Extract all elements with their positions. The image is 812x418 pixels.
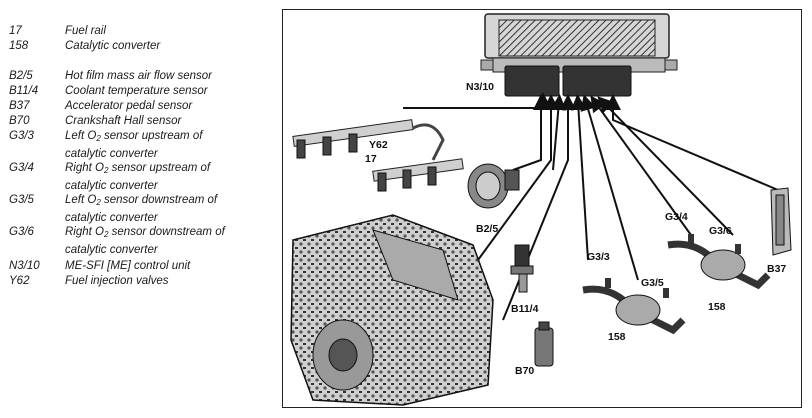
crankshaft-sensor: [534, 321, 554, 367]
legend-desc: ME-SFI [ME] control unit: [65, 260, 191, 272]
legend-code: N3/10: [9, 260, 40, 272]
legend-code: G3/3: [9, 130, 34, 142]
legend-desc: Crankshaft Hall sensor: [65, 115, 182, 127]
legend-desc: Accelerator pedal sensor: [65, 100, 193, 112]
diagram-frame: N3/10 Y62 17 B2/5: [282, 9, 802, 408]
label-o2-left-down: G3/5: [641, 277, 664, 289]
legend-code: Y62: [9, 275, 30, 287]
legend-code: B70: [9, 115, 30, 127]
legend-code: G3/6: [9, 226, 34, 238]
legend-code: B37: [9, 100, 30, 112]
label-fuel-rail: 17: [365, 153, 377, 165]
legend-code: B11/4: [9, 85, 39, 97]
coolant-sensor: [510, 244, 534, 293]
label-o2-right-up: G3/4: [665, 211, 688, 223]
maf-sensor: [467, 163, 520, 209]
legend-code: 158: [9, 40, 29, 52]
legend-code: 17: [9, 25, 22, 37]
engine-illustration: [290, 214, 494, 406]
label-crank: B70: [515, 365, 534, 377]
label-o2-right-down: G3/6: [709, 225, 732, 237]
label-cat-right: 158: [708, 301, 726, 313]
label-maf: B2/5: [476, 223, 498, 235]
label-pedal: B37: [767, 263, 786, 275]
legend-desc: Fuel injection valves: [65, 275, 169, 287]
label-ecu: N3/10: [466, 81, 494, 93]
legend-code: G3/4: [9, 162, 34, 174]
legend-desc: Catalytic converter: [65, 40, 161, 52]
legend-desc: Fuel rail: [65, 25, 106, 37]
label-injectors: Y62: [369, 139, 388, 151]
catalytic-converter-left: [582, 278, 686, 335]
label-coolant: B11/4: [511, 303, 539, 315]
legend-code: B2/5: [9, 70, 33, 82]
diagram-svg: N3/10 Y62 17 B2/5: [290, 13, 792, 406]
accelerator-pedal-sensor: [770, 187, 792, 256]
fuel-injectors: [296, 133, 437, 192]
legend-code: G3/5: [9, 194, 34, 206]
catalytic-converter-right: [667, 234, 771, 290]
legend-desc: Coolant temperature sensor: [65, 85, 208, 97]
label-o2-left-up: G3/3: [587, 251, 610, 263]
ecu-control-unit: [480, 13, 678, 97]
label-cat-left: 158: [608, 331, 626, 343]
legend-desc: Hot film mass air flow sensor: [65, 70, 212, 82]
